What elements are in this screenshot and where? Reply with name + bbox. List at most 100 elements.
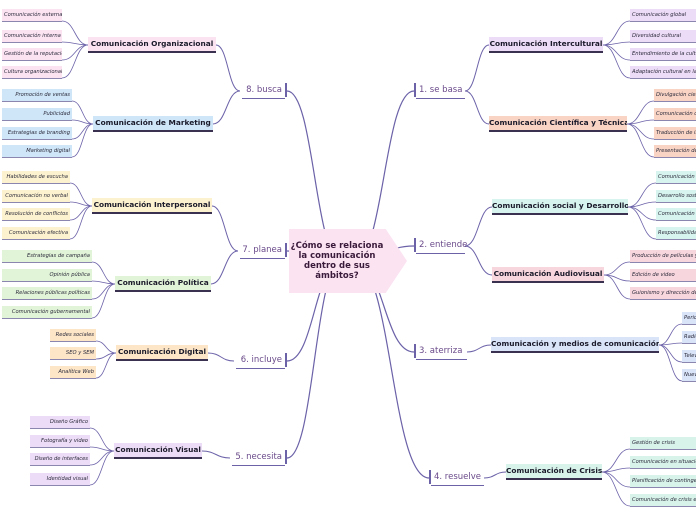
leaf-connector bbox=[71, 123, 94, 158]
branch-label[interactable]: 6. incluye bbox=[236, 353, 287, 369]
leaf-connector bbox=[602, 44, 631, 61]
topic-connector bbox=[464, 206, 493, 247]
leaf-connector bbox=[626, 123, 655, 140]
leaf-node[interactable]: Radio bbox=[682, 331, 696, 344]
leaf-node[interactable]: Comunicación de riesgos bbox=[654, 108, 696, 121]
leaf-node[interactable]: Redes sociales bbox=[50, 329, 96, 342]
leaf-node[interactable]: Estrategias de branding bbox=[2, 127, 72, 140]
leaf-node[interactable]: Comunicación en situaciones de emergenci… bbox=[630, 456, 696, 469]
branch-label[interactable]: 1. se basa bbox=[414, 83, 465, 99]
leaf-node[interactable]: Publicidad bbox=[2, 108, 72, 121]
leaf-connector bbox=[603, 274, 631, 300]
leaf-node[interactable]: Edición de video bbox=[630, 269, 696, 282]
leaf-connector bbox=[61, 44, 89, 79]
leaf-node[interactable]: Comunicación para el cambio bbox=[656, 171, 696, 184]
leaf-connector bbox=[658, 344, 683, 363]
leaf-node[interactable]: Relaciones públicas políticas bbox=[2, 287, 92, 300]
leaf-node[interactable]: Adaptación cultural en la comunicación bbox=[630, 66, 696, 79]
leaf-connector bbox=[95, 352, 117, 379]
central-topic[interactable]: ¿Cómo se relaciona la comunicación dentr… bbox=[289, 229, 407, 293]
leaf-connector bbox=[69, 182, 93, 207]
leaf-node[interactable]: Nuevos medios bbox=[682, 369, 696, 382]
leaf-node[interactable]: Cultura organizacional bbox=[2, 66, 62, 79]
leaf-node[interactable]: Comunicación externa bbox=[2, 9, 62, 22]
leaf-connector bbox=[601, 471, 631, 507]
leaf-node[interactable]: Planificación de contingencias bbox=[630, 475, 696, 488]
leaf-node[interactable]: Periodismo bbox=[682, 312, 696, 325]
leaf-node[interactable]: Comunicación no verbal bbox=[2, 190, 70, 203]
leaf-node[interactable]: Gestión de la reputación bbox=[2, 48, 62, 61]
leaf-node[interactable]: Opinión pública bbox=[2, 269, 92, 282]
leaf-node[interactable]: Fotografía y video bbox=[30, 435, 90, 448]
topic-node[interactable]: Comunicación Organizacional bbox=[88, 37, 216, 53]
leaf-node[interactable]: Traducción de información técnica bbox=[654, 127, 696, 140]
leaf-node[interactable]: Gestión de crisis bbox=[630, 437, 696, 450]
leaf-connector bbox=[627, 182, 657, 208]
topic-connector bbox=[464, 90, 490, 125]
leaf-node[interactable]: Resolución de conflictos bbox=[2, 208, 70, 221]
leaf-node[interactable]: Comunicación interna bbox=[2, 30, 62, 43]
branch-label[interactable]: 3. aterriza bbox=[414, 344, 467, 360]
leaf-node[interactable]: Comunicación comunitaria bbox=[656, 208, 696, 221]
topic-connector bbox=[483, 471, 507, 479]
leaf-node[interactable]: Promoción de ventas bbox=[2, 89, 72, 102]
branch-label[interactable]: 7. planea bbox=[240, 243, 287, 259]
leaf-node[interactable]: Televisión bbox=[682, 350, 696, 363]
leaf-node[interactable]: Producción de películas y series bbox=[630, 250, 696, 263]
topic-node[interactable]: Comunicación Digital bbox=[116, 345, 208, 361]
leaf-connector bbox=[602, 20, 631, 46]
topic-node[interactable]: Comunicación Política bbox=[115, 276, 211, 292]
branch-label[interactable]: 5. necesita bbox=[232, 450, 287, 466]
leaf-node[interactable]: SEO y SEM bbox=[50, 347, 96, 360]
leaf-connector bbox=[89, 450, 115, 486]
branch-label[interactable]: 4. resuelve bbox=[429, 470, 484, 486]
topic-node[interactable]: Comunicación Científica y Técnica bbox=[489, 116, 627, 132]
topic-node[interactable]: Comunicación Visual bbox=[114, 443, 202, 459]
leaf-connector bbox=[91, 283, 116, 319]
leaf-node[interactable]: Divulgación científica bbox=[654, 89, 696, 102]
topic-node[interactable]: Comunicación Intercultural bbox=[489, 37, 603, 53]
leaf-node[interactable]: Estrategias de campaña bbox=[2, 250, 92, 263]
leaf-connector bbox=[71, 123, 94, 140]
leaf-node[interactable]: Comunicación gubernamental bbox=[2, 306, 92, 319]
topic-connector bbox=[215, 44, 241, 92]
branch-label[interactable]: 2. entiende bbox=[414, 238, 467, 254]
leaf-node[interactable]: Comunicación global bbox=[630, 9, 696, 22]
leaf-connector bbox=[658, 344, 683, 382]
leaf-connector bbox=[626, 123, 655, 158]
topic-connector bbox=[201, 450, 231, 459]
leaf-connector bbox=[603, 261, 631, 276]
topic-connector bbox=[212, 90, 241, 125]
leaf-node[interactable]: Entendimiento de la cultura bbox=[630, 48, 696, 61]
leaf-node[interactable]: Desarrollo sostenible bbox=[656, 190, 696, 203]
topic-node[interactable]: Comunicación y medios de comunicación bbox=[491, 337, 659, 353]
topic-connector bbox=[464, 44, 490, 92]
leaf-connector bbox=[627, 206, 657, 221]
topic-node[interactable]: Comunicación de Marketing bbox=[93, 116, 213, 132]
leaf-node[interactable]: Marketing digital bbox=[2, 145, 72, 158]
leaf-node[interactable]: Presentación de datos bbox=[654, 145, 696, 158]
leaf-node[interactable]: Comunicación de crisis en redes bbox=[630, 494, 696, 507]
leaf-node[interactable]: Diseño de interfaces bbox=[30, 453, 90, 466]
leaf-connector bbox=[601, 471, 631, 488]
leaf-connector bbox=[69, 205, 93, 240]
leaf-node[interactable]: Diseño Gráfico bbox=[30, 416, 90, 429]
leaf-node[interactable]: Guionismo y dirección de arte bbox=[630, 287, 696, 300]
topic-node[interactable]: Comunicación Audiovisual bbox=[492, 267, 604, 283]
leaf-connector bbox=[626, 100, 655, 125]
leaf-node[interactable]: Habilidades de escucha bbox=[2, 171, 70, 184]
branch-label[interactable]: 8. busca bbox=[242, 83, 287, 99]
topic-node[interactable]: Comunicación Interpersonal bbox=[92, 198, 212, 214]
leaf-connector bbox=[61, 20, 89, 46]
leaf-node[interactable]: Analítica Web bbox=[50, 366, 96, 379]
topic-node[interactable]: Comunicación social y Desarrollo bbox=[492, 199, 628, 215]
leaf-node[interactable]: Responsabilidad social bbox=[656, 227, 696, 240]
leaf-node[interactable]: Comunicación efectiva bbox=[2, 227, 70, 240]
topic-connector bbox=[207, 352, 235, 362]
leaf-node[interactable]: Identidad visual bbox=[30, 473, 90, 486]
leaf-node[interactable]: Diversidad cultural bbox=[630, 30, 696, 43]
central-topic-label: ¿Cómo se relaciona la comunicación dentr… bbox=[290, 241, 384, 281]
leaf-connector bbox=[602, 44, 631, 79]
leaf-connector bbox=[91, 261, 116, 285]
topic-node[interactable]: Comunicación de Crisis bbox=[506, 464, 602, 480]
